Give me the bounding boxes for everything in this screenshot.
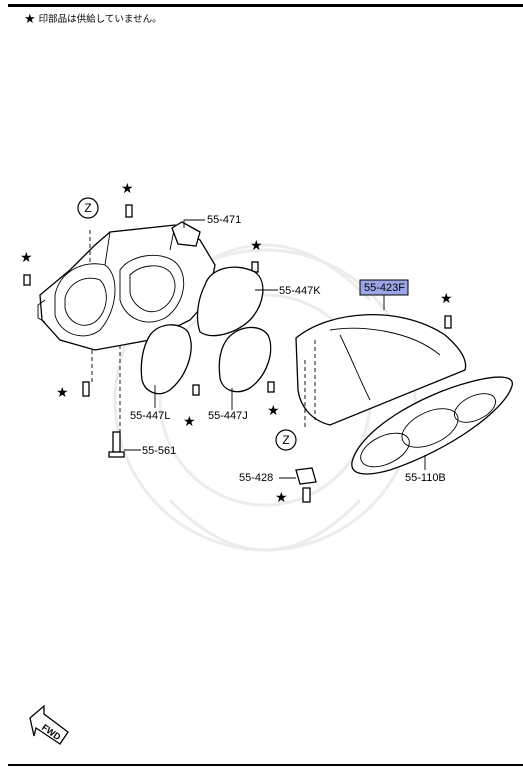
zone-z-callout-upper: Z (77, 197, 99, 219)
zone-z-label: Z (84, 201, 91, 215)
zone-z-label: Z (282, 433, 289, 447)
part-55-428: 55-428 (239, 467, 317, 485)
star-icon: ★ (20, 249, 33, 265)
label-55-447j: 55-447J (208, 410, 248, 422)
note-text: 印部品は供給していません。 (38, 14, 162, 25)
label-55-423f: 55-423F (364, 282, 405, 294)
label-55-110b: 55-110B (405, 472, 446, 484)
part-55-471: 55-471 (171, 214, 241, 247)
bottom-rule (8, 764, 523, 766)
label-55-447l: 55-447L (130, 410, 170, 422)
part-55-447j: 55-447J (208, 326, 272, 422)
star-icon: ★ (183, 413, 196, 429)
star-icon: ★ (275, 489, 288, 505)
top-rule (8, 4, 523, 7)
part-55-447k: 55-447K (196, 266, 321, 337)
not-supplied-note: ★印部品は供給していません。 (24, 11, 162, 27)
star-icon: ★ (250, 237, 263, 253)
fwd-arrow-icon: FWD (29, 704, 69, 745)
zone-z-callout-lower: Z (275, 429, 297, 451)
part-55-447l: 55-447L (130, 324, 192, 422)
part-55-110b: 55-110B (351, 376, 513, 484)
screw-star-group: ★ ★ ★ ★ ★ ★ ★ ★ (20, 180, 453, 505)
star-icon: ★ (24, 12, 36, 27)
watermark (113, 243, 417, 552)
label-55-471: 55-471 (207, 214, 241, 226)
label-55-428: 55-428 (239, 472, 273, 484)
label-55-561: 55-561 (142, 445, 176, 457)
part-55-423f: 55-423F (295, 279, 467, 430)
star-icon: ★ (440, 290, 453, 306)
meter-housing (37, 224, 216, 440)
star-icon: ★ (267, 402, 280, 418)
star-icon: ★ (121, 180, 134, 196)
label-55-447k: 55-447K (279, 285, 321, 297)
part-55-561: 55-561 (108, 431, 176, 458)
star-icon: ★ (56, 384, 69, 400)
